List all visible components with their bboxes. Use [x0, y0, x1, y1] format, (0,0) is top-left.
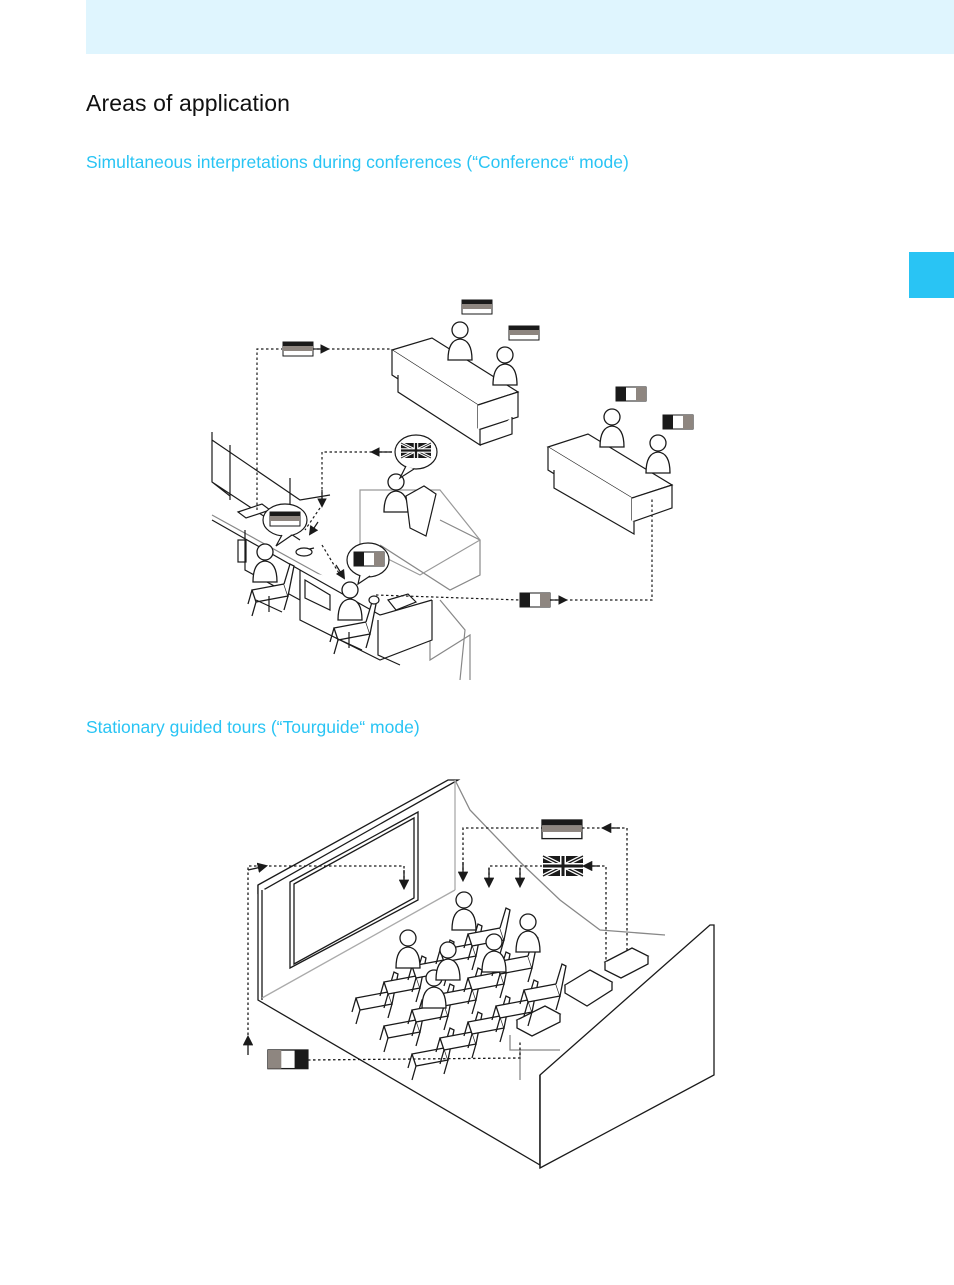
flag-icon: [267, 1049, 309, 1070]
union-jack-flag-icon: [543, 856, 583, 876]
page-title: Areas of application: [86, 90, 291, 116]
flag-icon: [269, 511, 301, 527]
union-jack-flag-icon: [401, 443, 431, 458]
tourguide-illustration: [242, 779, 715, 1170]
flag-icon: [508, 325, 540, 341]
section-heading-conference: Simultaneous interpretations during conf…: [86, 152, 629, 172]
flag-icon: [662, 414, 694, 430]
flag-icon: [282, 341, 314, 357]
flag-icon: [461, 299, 493, 315]
section-heading-tourguide: Stationary guided tours (“Tourguide“ mod…: [86, 717, 420, 737]
conference-illustration: [211, 321, 674, 681]
flag-icon: [615, 386, 647, 402]
header-band: [86, 0, 954, 54]
flag-icon: [519, 592, 551, 608]
flag-icon: [541, 819, 583, 840]
flag-icon: [353, 551, 385, 567]
